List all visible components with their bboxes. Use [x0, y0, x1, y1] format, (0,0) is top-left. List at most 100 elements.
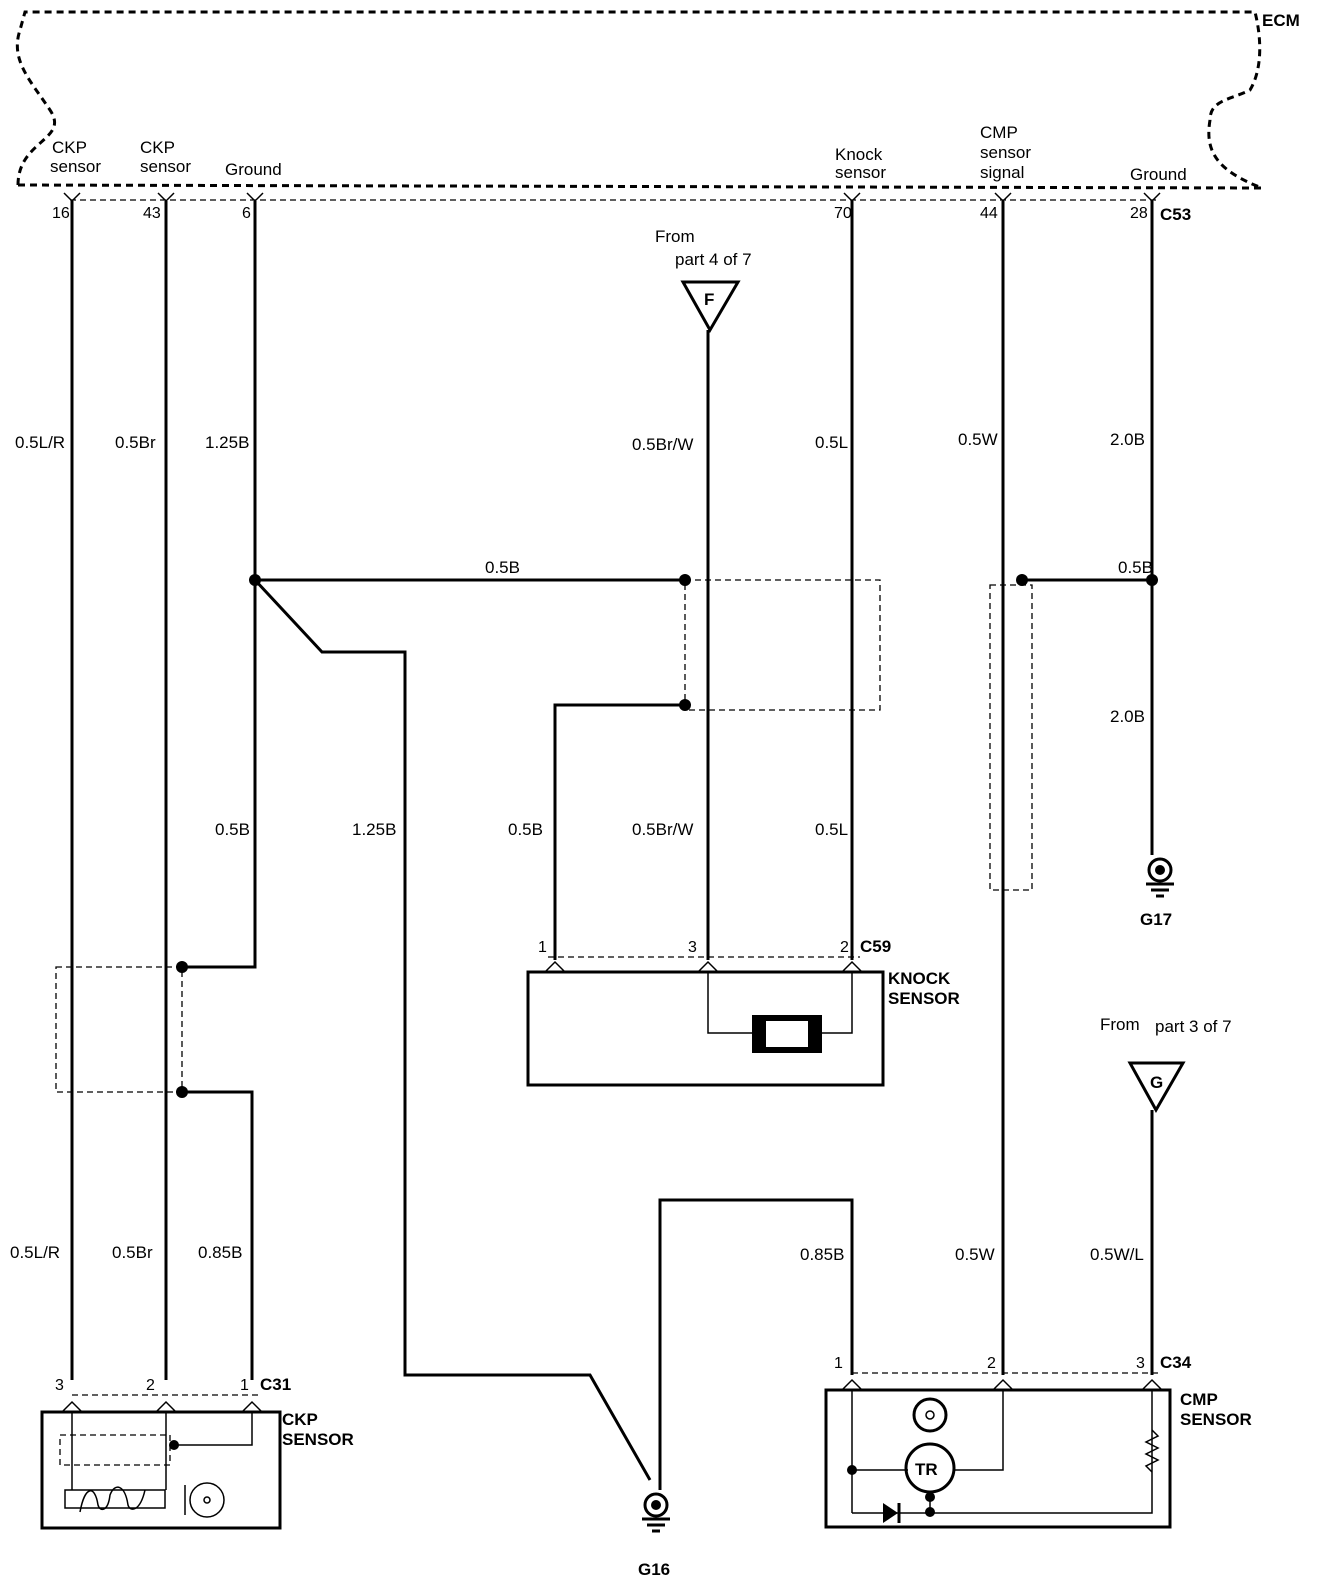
knock-sensor-name2: SENSOR [888, 989, 960, 1008]
label-knock1: 0.5B [508, 820, 543, 839]
cmp-int-splice1 [847, 1465, 857, 1475]
knock-pin3: 3 [688, 939, 697, 956]
ckp-reluctor [189, 1482, 225, 1518]
shield-ckp [55, 966, 183, 1093]
ckp-sensor-name1: CKP [282, 1410, 318, 1429]
ckp-int-shield [59, 1434, 171, 1466]
cmp-transistor-label: TR [915, 1460, 938, 1479]
offpage-g-part: part 3 of 7 [1155, 1017, 1232, 1036]
label-right-ground: 0.5B [1118, 558, 1153, 577]
offpage-g-triangle [1127, 1061, 1186, 1114]
cmp-sensor: 1 2 3 C34 TR CMP SENSOR [824, 1353, 1252, 1529]
label-ckp-ground-mid: 0.5B [215, 820, 250, 839]
label-cmp1: 0.85B [800, 1245, 844, 1264]
label-cmp2: 0.5W [955, 1245, 995, 1264]
ecm-label: ECM [1262, 11, 1300, 30]
cmp-term-2 [992, 1378, 1014, 1391]
g17-label: G17 [1140, 910, 1172, 929]
wire-pin6 [182, 201, 257, 969]
ckp-coil [64, 1489, 166, 1509]
splices [176, 574, 1158, 1098]
knock-term-3 [697, 960, 719, 973]
label-pin43-upper: 0.5Br [115, 433, 156, 452]
pin44-func3: signal [980, 163, 1024, 182]
g16-ring [643, 1492, 669, 1518]
ckp-coil-wind [79, 1486, 146, 1513]
ckp-pin2: 2 [146, 1377, 155, 1394]
knock-sensor-box [526, 970, 885, 1087]
shield-cmp [989, 584, 1033, 891]
cmp-pin2: 2 [987, 1355, 996, 1372]
cmp-sensor-name2: SENSOR [1180, 1410, 1252, 1429]
offpage-f-part: part 4 of 7 [675, 250, 752, 269]
cmp-int-2 [955, 1390, 1004, 1471]
knock-connector-id: C59 [860, 937, 891, 956]
pin70-func2: sensor [835, 163, 886, 182]
ground-g17: G17 [1140, 857, 1174, 929]
ckp-term-2 [155, 1400, 177, 1413]
cmp-connector-id: C34 [1160, 1353, 1192, 1372]
ckp-sensor-box [40, 1410, 282, 1530]
pin44-num: 44 [980, 205, 998, 222]
label-pin16-upper: 0.5L/R [15, 433, 65, 452]
ecm-connector-id: C53 [1160, 205, 1191, 224]
label-g16-mid: 1.25B [352, 820, 396, 839]
ecm-pin-labels: CKP sensor CKP sensor Ground Knock senso… [50, 123, 1187, 184]
pin28-num: 28 [1130, 205, 1148, 222]
shield-knock [684, 579, 881, 711]
label-knock-ground: 0.5B [485, 558, 520, 577]
ckp-term-1 [241, 1400, 263, 1413]
offpage-f-from: From [655, 227, 695, 246]
ckp-reluctor-hub [203, 1496, 211, 1504]
pin43-func: CKP [140, 138, 175, 157]
wire-ckp1 [182, 1090, 254, 1380]
ground-g16: G16 [638, 1492, 670, 1579]
ckp-connector-id: C31 [260, 1375, 291, 1394]
g17-center [1155, 865, 1165, 875]
cmp-term-3 [1141, 1378, 1163, 1391]
cmp-int-bottom [852, 1390, 1153, 1514]
label-f-upper: 0.5Br/W [632, 435, 693, 454]
cmp-sensor-box [824, 1388, 1172, 1529]
ecm-pin-numbers: 16 43 6 70 44 28 C53 [52, 205, 1191, 224]
pin43-func2: sensor [140, 157, 191, 176]
cmp-hall-element [912, 1397, 948, 1433]
ckp-sensor: 3 2 1 C31 CKP SENSOR [40, 1375, 354, 1530]
label-knock2: 0.5L [815, 820, 848, 839]
label-pin28-upper: 2.0B [1110, 430, 1145, 449]
ckp-int-splice [169, 1440, 179, 1450]
cmp-resistor [1144, 1429, 1160, 1473]
knock-term-2 [841, 960, 863, 973]
cmp-diode [883, 1503, 898, 1523]
pin70-num: 70 [834, 205, 852, 222]
ckp-sensor-name2: SENSOR [282, 1430, 354, 1449]
label-cmp3: 0.5W/L [1090, 1245, 1144, 1264]
cmp-pin1: 1 [834, 1355, 843, 1372]
wires [70, 201, 1154, 1490]
pin43-num: 43 [143, 205, 161, 222]
pin28-func: Ground [1130, 165, 1187, 184]
label-ckp2: 0.5Br [112, 1243, 153, 1262]
knock-internal-right [822, 972, 853, 1034]
pin44-func: CMP [980, 123, 1018, 142]
knock-term-1 [544, 960, 566, 973]
pin16-num: 16 [52, 205, 70, 222]
knock-sensor-name1: KNOCK [888, 969, 951, 988]
ckp-term-3 [61, 1400, 83, 1413]
offpage-f-letter: F [704, 290, 714, 309]
knock-internal-left [707, 972, 752, 1034]
pin16-func2: sensor [50, 157, 101, 176]
knock-sensor: 1 3 2 C59 KNOCK SENSOR [526, 937, 960, 1087]
splice-right-left [1016, 574, 1028, 586]
pin6-num: 6 [242, 205, 251, 222]
cmp-int-splice2 [925, 1492, 935, 1502]
g17-ring [1147, 857, 1173, 883]
offpage-f: From part 4 of 7 F [655, 227, 752, 334]
ckp-pin3: 3 [55, 1377, 64, 1394]
knock-pin2: 2 [840, 939, 849, 956]
label-pin70-upper: 0.5L [815, 433, 848, 452]
wire-g16 [253, 578, 652, 1481]
ckp-int-1 [174, 1412, 253, 1446]
wire-labels: 0.5L/R 0.5Br 1.25B 0.5Br/W 0.5L 0.5W 2.0… [10, 430, 1153, 1264]
